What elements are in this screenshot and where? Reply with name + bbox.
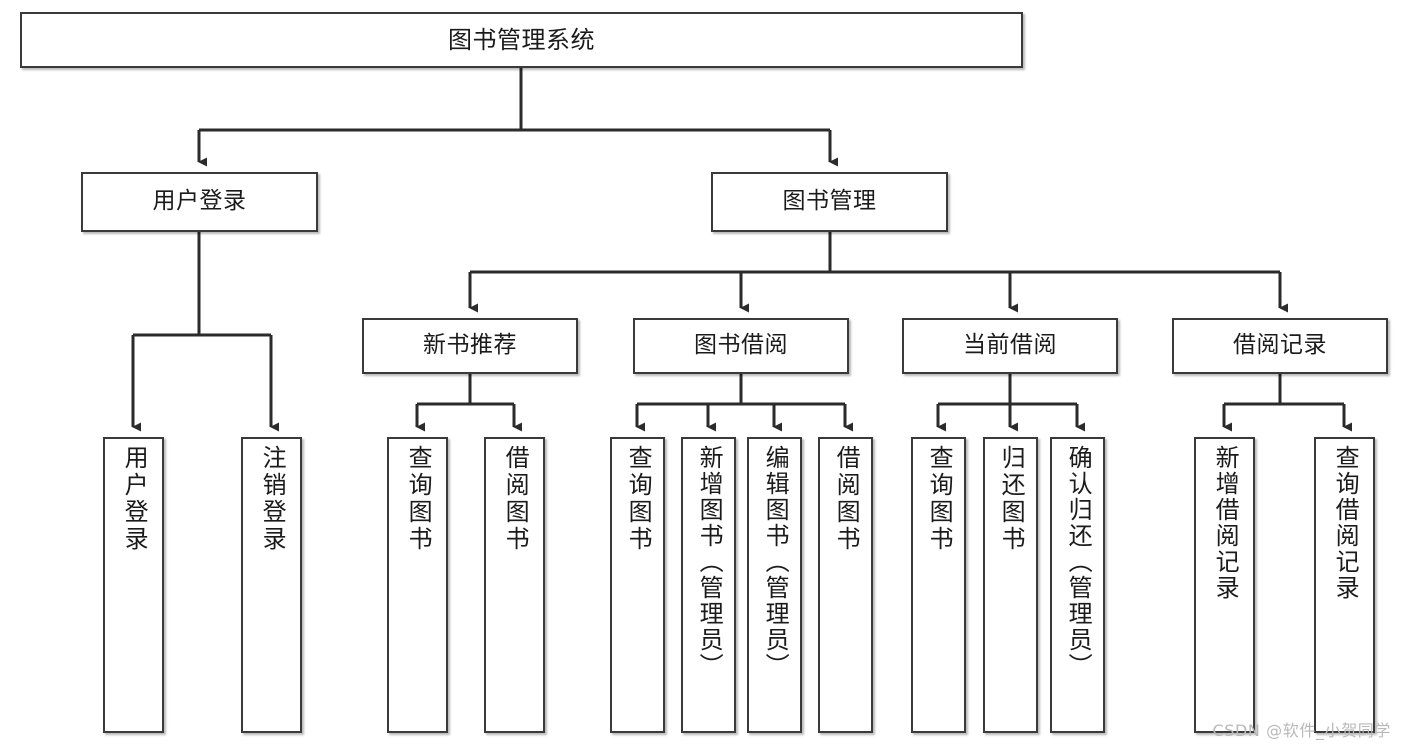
node-user-login-label: 用户登录 bbox=[152, 188, 247, 215]
node-leaf-query-record-label: 查询借阅记录 bbox=[1331, 445, 1360, 601]
node-leaf-query-book-2-label: 查询图书 bbox=[624, 445, 653, 553]
node-root[interactable]: 图书管理系统 bbox=[20, 12, 1023, 68]
node-new-book-rec-label: 新书推荐 bbox=[423, 332, 517, 359]
node-current-borrow-label: 当前借阅 bbox=[963, 332, 1057, 359]
node-leaf-add-record-label: 新增借阅记录 bbox=[1211, 445, 1240, 601]
node-leaf-query-book-3-label: 查询图书 bbox=[925, 445, 954, 553]
node-leaf-confirm-return-label: 确认归还（管理员） bbox=[1064, 445, 1093, 679]
node-leaf-query-book-3[interactable]: 查询图书 bbox=[911, 437, 966, 733]
node-leaf-return-book[interactable]: 归还图书 bbox=[983, 437, 1038, 733]
node-leaf-logout-label: 注销登录 bbox=[258, 445, 287, 553]
node-book-manage-label: 图书管理 bbox=[782, 188, 877, 215]
node-leaf-user-login-label: 用户登录 bbox=[120, 445, 149, 553]
node-leaf-query-book-2[interactable]: 查询图书 bbox=[610, 437, 665, 733]
node-leaf-query-book-1-label: 查询图书 bbox=[404, 445, 433, 553]
node-user-login[interactable]: 用户登录 bbox=[81, 172, 318, 232]
node-borrow-record[interactable]: 借阅记录 bbox=[1172, 318, 1388, 374]
node-borrow-record-label: 借阅记录 bbox=[1233, 332, 1327, 359]
node-leaf-edit-book-label: 编辑图书（管理员） bbox=[761, 445, 790, 679]
node-current-borrow[interactable]: 当前借阅 bbox=[902, 318, 1118, 374]
node-leaf-edit-book[interactable]: 编辑图书（管理员） bbox=[747, 437, 802, 733]
node-leaf-add-book[interactable]: 新增图书（管理员） bbox=[681, 437, 736, 733]
node-book-borrow[interactable]: 图书借阅 bbox=[633, 318, 849, 374]
node-leaf-borrow-book-2-label: 借阅图书 bbox=[832, 445, 861, 553]
node-book-borrow-label: 图书借阅 bbox=[694, 332, 788, 359]
node-leaf-query-book-1[interactable]: 查询图书 bbox=[387, 437, 448, 733]
node-leaf-add-book-label: 新增图书（管理员） bbox=[695, 445, 724, 679]
node-leaf-logout[interactable]: 注销登录 bbox=[241, 437, 302, 733]
node-leaf-confirm-return[interactable]: 确认归还（管理员） bbox=[1050, 437, 1105, 733]
node-leaf-query-record[interactable]: 查询借阅记录 bbox=[1314, 437, 1375, 733]
node-leaf-borrow-book-2[interactable]: 借阅图书 bbox=[818, 437, 873, 733]
node-leaf-user-login[interactable]: 用户登录 bbox=[103, 437, 164, 733]
node-new-book-rec[interactable]: 新书推荐 bbox=[362, 318, 578, 374]
node-leaf-add-record[interactable]: 新增借阅记录 bbox=[1194, 437, 1255, 733]
node-leaf-borrow-book-1-label: 借阅图书 bbox=[501, 445, 530, 553]
csdn-watermark: CSDN @软件_小贺同学 bbox=[1212, 721, 1391, 740]
node-root-label: 图书管理系统 bbox=[448, 25, 595, 54]
node-leaf-borrow-book-1[interactable]: 借阅图书 bbox=[484, 437, 545, 733]
node-leaf-return-book-label: 归还图书 bbox=[997, 445, 1026, 553]
node-book-manage[interactable]: 图书管理 bbox=[711, 172, 948, 232]
